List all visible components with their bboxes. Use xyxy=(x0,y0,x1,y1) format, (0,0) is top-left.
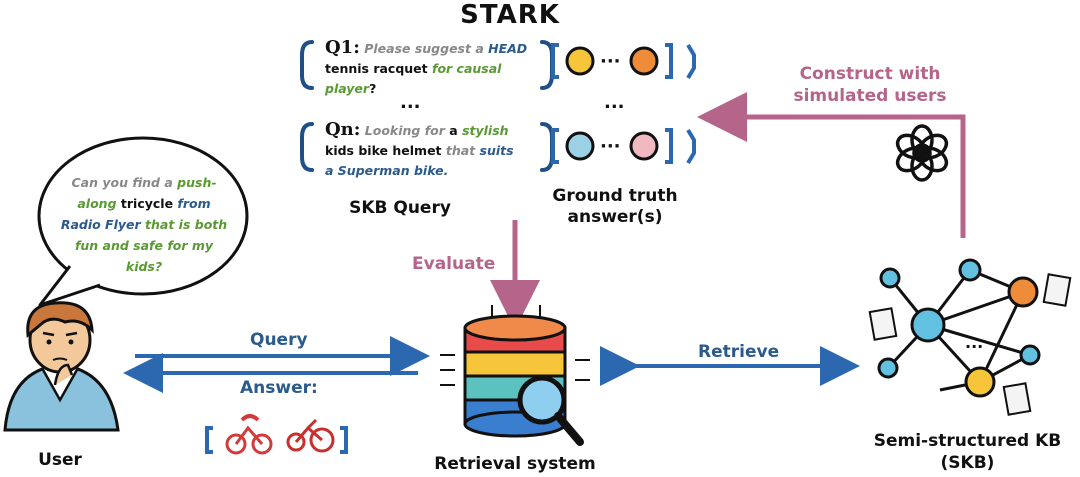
knowledge-graph-icon: ... xyxy=(877,258,1041,398)
query-label: Query xyxy=(250,330,308,350)
svg-text:···: ··· xyxy=(600,136,621,157)
answer-ellipsis: ... xyxy=(604,92,625,113)
bubble-text: Can you find a push- along tricycle from… xyxy=(60,175,228,274)
skb-label: Semi-structured KB(SKB) xyxy=(873,431,1062,473)
user-avatar-icon xyxy=(3,301,120,432)
tricycle-icon xyxy=(225,414,273,455)
speech-bubble xyxy=(37,136,249,307)
retrieve-label: Retrieve xyxy=(698,342,780,362)
answer-set-n: ··· xyxy=(551,128,696,165)
query-q1-label: Q1: xyxy=(325,37,360,58)
query-q1: Q1: Please suggest a HEAD tennis racquet… xyxy=(325,37,528,97)
openai-logo-icon xyxy=(895,124,949,182)
document-icon xyxy=(868,273,1072,416)
user-label: User xyxy=(38,450,82,470)
query-ellipsis: ... xyxy=(400,92,421,113)
graph-ellipsis: ... xyxy=(965,333,983,352)
query-qn-label: Qn: xyxy=(325,119,361,140)
svg-text:···: ··· xyxy=(600,51,621,72)
answer-label: Answer: xyxy=(240,378,318,398)
answer-set-1: ··· xyxy=(551,43,696,80)
evaluate-label: Evaluate xyxy=(412,254,496,274)
tricycle-icon xyxy=(286,418,335,453)
construct-arrow xyxy=(697,92,966,238)
database-search-icon xyxy=(440,305,590,446)
retrieval-system-label: Retrieval system xyxy=(434,454,596,474)
answer-bracket xyxy=(205,426,348,454)
title: STARK xyxy=(460,0,560,30)
skb-query-label: SKB Query xyxy=(349,198,451,218)
query-qn: Qn: Looking for a stylish kids bike helm… xyxy=(325,119,514,179)
